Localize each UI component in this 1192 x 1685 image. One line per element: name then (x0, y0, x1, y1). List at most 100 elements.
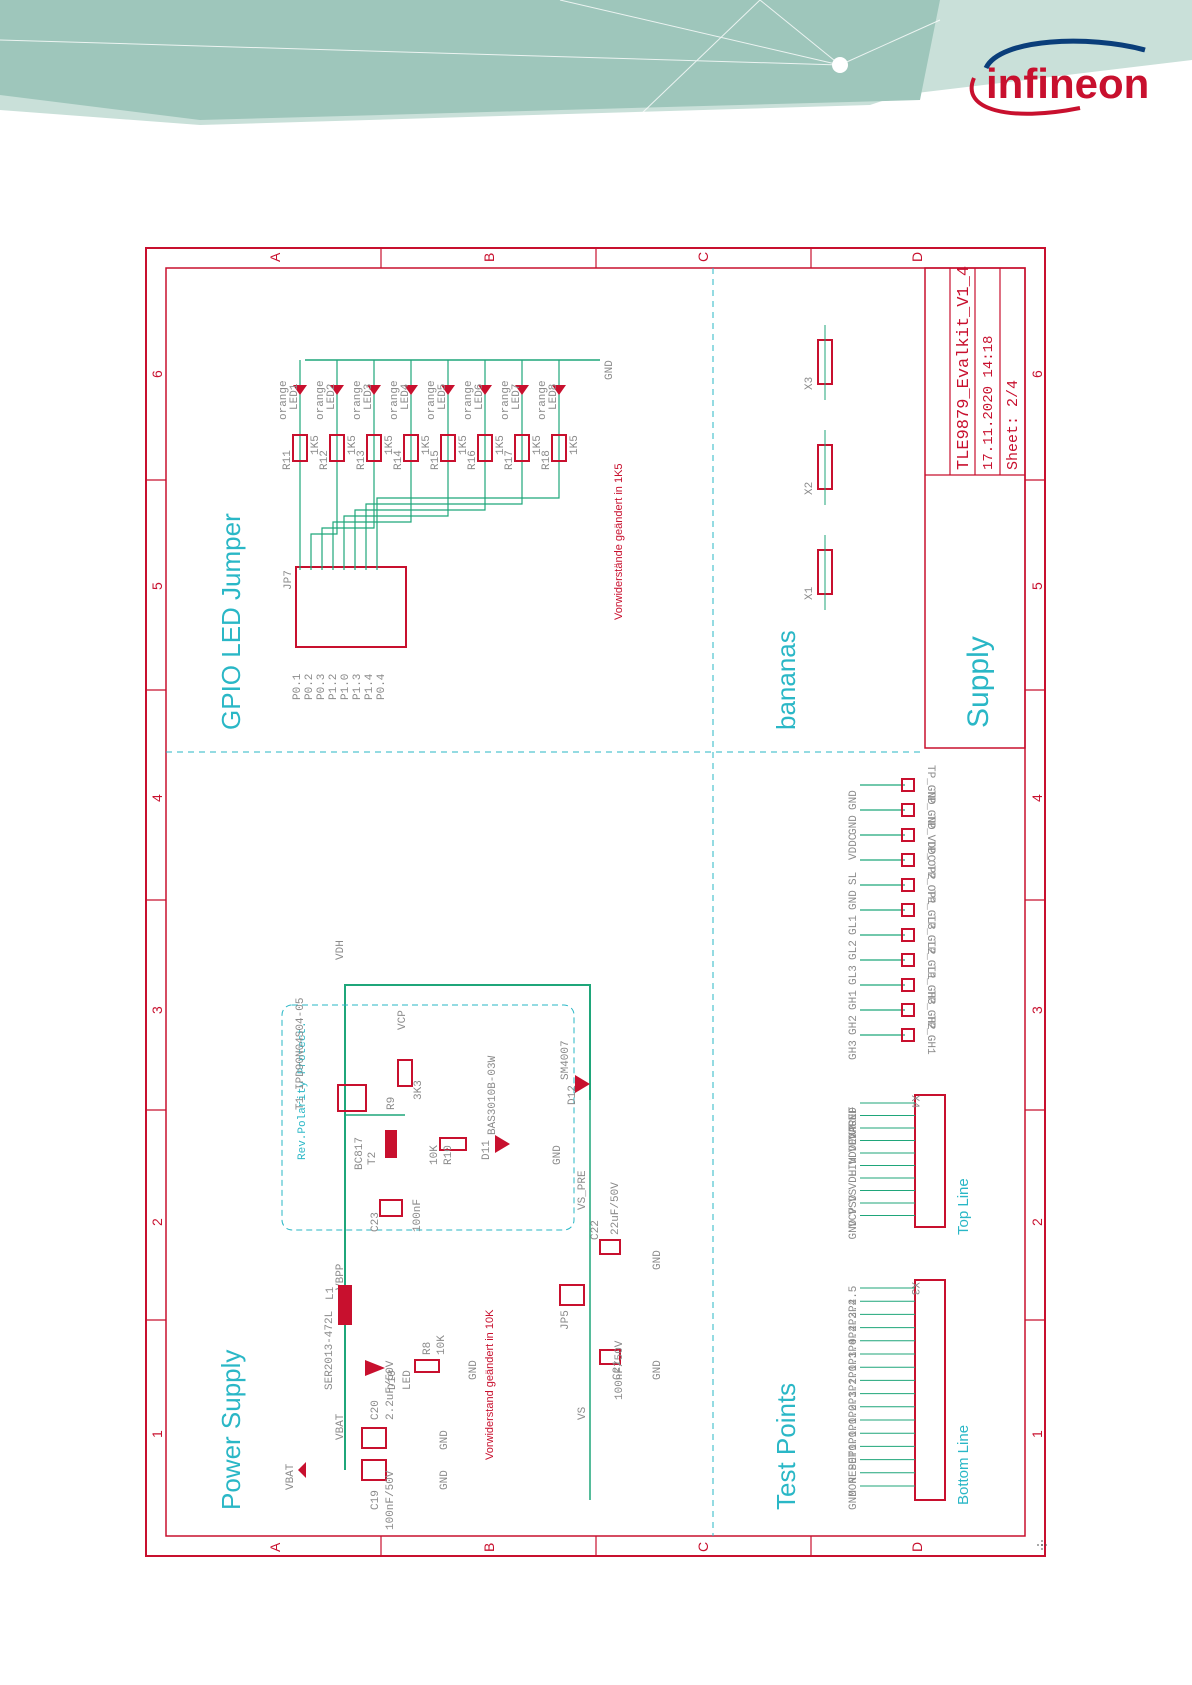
x3-label: Bottom Line (955, 1425, 972, 1505)
header-pin-label: VAREF (848, 1106, 860, 1139)
title-date: 17.11.2020 14:18 (981, 336, 997, 470)
r9-symbol (397, 1059, 413, 1087)
brand-arc (983, 38, 1146, 70)
gnd-c22: GND (652, 1250, 664, 1270)
header-pin-label: VS (848, 1188, 860, 1202)
row-letter-c-bottom: C (695, 1542, 711, 1552)
jp5-symbol (559, 1284, 585, 1306)
header-pin-label: P0.3 (848, 1391, 860, 1417)
gpio-resistor-name: R18 (541, 450, 553, 470)
t1-symbol (337, 1084, 367, 1112)
section-power-supply: Power Supply (216, 1350, 246, 1510)
l1-symbol (338, 1285, 352, 1325)
gpio-led-color: orange (426, 380, 438, 420)
gpio-wire (343, 360, 449, 570)
c23-value: 100nF (412, 1199, 424, 1232)
col-number-2-left: 2 (149, 1218, 165, 1226)
tp-pad (901, 803, 915, 817)
gpio-led-color: orange (537, 380, 549, 420)
col-number-1-right: 1 (1029, 1430, 1045, 1438)
t1-value: IPD90N04S04-05 (295, 998, 307, 1090)
c23-name: C23 (370, 1212, 382, 1232)
gpio-led-name: LED2 (326, 384, 338, 410)
tp-pad (901, 878, 915, 892)
gpio-resistor-value: 1K5 (384, 435, 396, 455)
tp-net: GH2 (848, 1015, 860, 1035)
jp5-name: JP5 (560, 1310, 572, 1330)
net-vdh: VDH (335, 940, 347, 960)
row-letter-a-top: A (267, 252, 283, 262)
header-pin-label: P2.5 (848, 1286, 860, 1312)
gpio-resistor-name: R16 (467, 450, 479, 470)
note-r8: Vorwiderstand geändert in 10K (484, 1309, 496, 1460)
col-number-5-right: 5 (1029, 582, 1045, 590)
gpio-resistor (514, 434, 530, 462)
x3-pins: P2.5P2.4P2.3P0.4P1.4P1.3P1.0P1.2P0.3P0.2… (848, 1286, 915, 1510)
tp-net: VDDC (848, 833, 860, 860)
c20-symbol (361, 1427, 387, 1449)
vbat-arrow (298, 1462, 306, 1478)
col-number-4-left: 4 (149, 794, 165, 802)
net-vs-pre: VS_PRE (577, 1170, 589, 1210)
banana-name: X3 (804, 377, 816, 390)
d10-name: D10 (387, 1370, 399, 1390)
gpio-led (293, 385, 307, 395)
tp-name: TP_GL2 (924, 915, 936, 955)
gpio-led-name: LED3 (363, 384, 375, 410)
d11-name: D11 (481, 1140, 493, 1160)
c21-value: 100nF/50V (614, 1340, 626, 1400)
r9-name: R9 (386, 1097, 398, 1110)
tp-pad (901, 953, 915, 967)
l1-value: SER2013-472L (324, 1311, 336, 1390)
header-pin-label: GND (848, 1490, 860, 1510)
x3-name: X3 (908, 1282, 920, 1295)
gpio-resistor-value: 1K5 (347, 435, 359, 455)
corner-mark (1037, 1540, 1047, 1550)
tp-net: GND (848, 890, 860, 910)
r9-value: 3K3 (413, 1080, 425, 1100)
c22-value: 22uF/50V (610, 1182, 622, 1235)
header-pin-label: VDDEXT (848, 1124, 860, 1164)
r10-name: R10 (443, 1145, 455, 1165)
d11-value: BAS3010B-03W (487, 1055, 499, 1135)
tp-net: SL (848, 872, 860, 885)
gpio-led (478, 385, 492, 395)
gpio-resistor (440, 434, 456, 462)
tp-pad (901, 903, 915, 917)
tp-net: GND (848, 815, 860, 835)
jp7-label: JP7 (283, 570, 295, 590)
row-letter-d-bottom: D (909, 1542, 925, 1552)
header-pin-label: P2.4 (848, 1298, 860, 1325)
gpio-led-color: orange (278, 380, 290, 420)
t2-value: BC817 (354, 1137, 366, 1170)
gpio-resistor-name: R14 (393, 450, 405, 470)
rev-polarity-zone (281, 1004, 575, 1231)
banana-name: X1 (804, 586, 816, 600)
gpio-resistor-name: R11 (282, 450, 294, 470)
gpio-led (552, 385, 566, 395)
c19-symbol (361, 1459, 387, 1481)
d12-name: D12 (567, 1085, 579, 1105)
tp-pad (901, 1028, 915, 1042)
gpio-resistor-value: 1K5 (495, 435, 507, 455)
jp7-header (295, 566, 407, 648)
row-letter-a-bottom: A (267, 1542, 283, 1552)
tp-pad (901, 828, 915, 842)
header-pin-label: P1.2 (848, 1378, 860, 1404)
zone-separators (166, 268, 925, 1536)
col-number-6-left: 6 (149, 370, 165, 378)
gpio-led (515, 385, 529, 395)
c22-name: C22 (590, 1220, 602, 1240)
header-pin-label: VDH (848, 1170, 860, 1190)
header-pin-label: P0.1 (848, 1417, 860, 1444)
tp-name: TP_GH2 (924, 990, 936, 1030)
col-number-3-right: 3 (1029, 1006, 1045, 1014)
header-pin-label: MON (848, 1477, 860, 1497)
gpio-wire (376, 360, 560, 570)
col-number-1-left: 1 (149, 1430, 165, 1438)
tp-net: GH3 (848, 1040, 860, 1060)
gpio-wire (321, 360, 375, 570)
